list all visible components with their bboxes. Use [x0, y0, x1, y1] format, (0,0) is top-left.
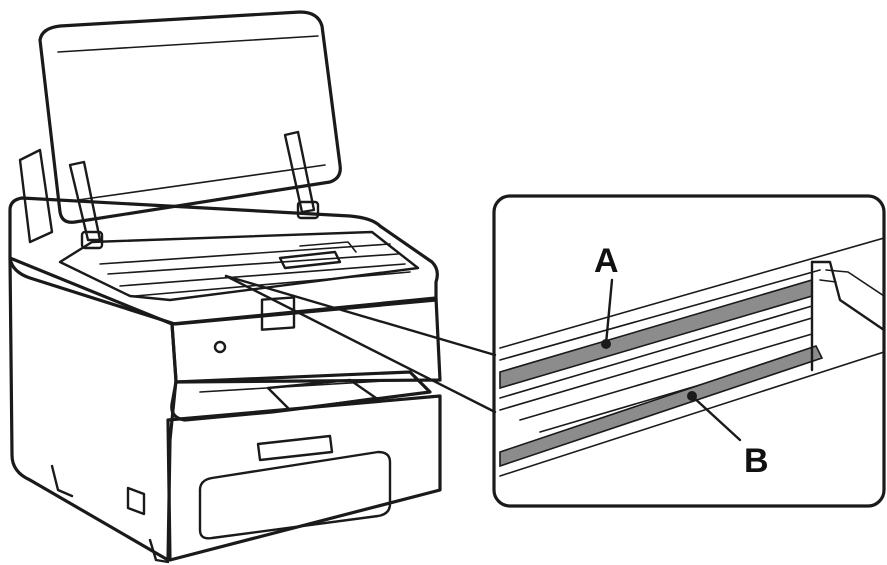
- output-tray: [170, 370, 432, 422]
- printer-front: [8, 256, 442, 562]
- label-b: B: [744, 442, 769, 480]
- marker-b: [687, 391, 697, 401]
- callout-a: A: [594, 242, 619, 349]
- marker-a: [601, 339, 611, 349]
- strip-b: [499, 345, 824, 468]
- scanner-lid: [38, 10, 342, 250]
- printer-illustration: [8, 10, 442, 564]
- printer-top: [8, 196, 439, 326]
- callout-leader-lines: [224, 274, 497, 414]
- paper-cassette: [50, 394, 442, 564]
- callout-b: B: [687, 391, 769, 480]
- label-a: A: [594, 242, 619, 280]
- detail-view: A B: [492, 194, 886, 508]
